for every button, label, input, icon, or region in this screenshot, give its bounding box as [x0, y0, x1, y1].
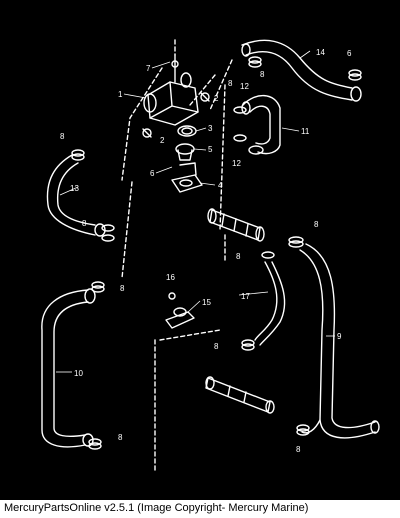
callout-label: 5	[208, 145, 213, 154]
callout-label: 8	[118, 433, 123, 442]
hose-clamp	[241, 339, 255, 351]
callout-label: 6	[347, 49, 352, 58]
hose-clamp	[91, 281, 105, 293]
bolt	[200, 92, 210, 102]
hose-clamp	[348, 69, 362, 81]
leader-lines	[56, 50, 335, 373]
callout-label: 8	[120, 284, 125, 293]
callout-label: 17	[241, 292, 250, 301]
callout-label: 8	[314, 220, 319, 229]
callout-label: 11	[301, 127, 310, 136]
callout-label: 8	[82, 219, 87, 228]
gasket	[177, 125, 197, 137]
hose-10	[41, 288, 96, 448]
callout-label: 12	[240, 82, 249, 91]
callout-label: 16	[166, 273, 175, 282]
callout-label: 8	[296, 445, 301, 454]
exploded-parts-diagram: 1 2 2 3 4 5 6 6 7 8 8 8 8 8 8 8 8 8 8 9 …	[41, 39, 380, 471]
callout-label: 10	[74, 369, 83, 378]
hose-clamp	[101, 224, 115, 242]
heat-exchanger-lower	[205, 376, 275, 414]
hose-11	[241, 94, 281, 155]
hose-clamp	[88, 438, 102, 450]
assembly-line	[121, 39, 233, 471]
hose-clamp	[233, 106, 247, 114]
callout-label: 8	[228, 79, 233, 88]
hose-clamp	[288, 236, 304, 248]
callout-label: 15	[202, 298, 211, 307]
hose-clamp	[248, 56, 262, 68]
hose-clamp	[233, 134, 247, 142]
callout-label: 12	[232, 159, 241, 168]
heat-exchanger-upper	[207, 208, 265, 242]
hose-13	[46, 154, 106, 237]
callout-label: 8	[60, 132, 65, 141]
hose-clamp	[248, 145, 264, 155]
hose-14	[241, 39, 362, 102]
callout-label: 1	[118, 90, 123, 99]
hose-clamp	[296, 424, 310, 436]
thermostat-housing	[143, 54, 199, 126]
callout-label: 6	[150, 169, 155, 178]
callout-label: 8	[214, 342, 219, 351]
callout-label: 3	[208, 124, 213, 133]
callout-label: 9	[337, 332, 342, 341]
callout-label: 4	[218, 181, 223, 190]
hose-clamp	[71, 149, 85, 161]
callout-label: 2	[214, 94, 219, 103]
callout-label: 14	[316, 48, 325, 57]
bolt	[142, 128, 152, 138]
callout-label: 8	[260, 70, 265, 79]
housing-base	[171, 162, 203, 193]
thermostat	[175, 143, 195, 161]
hose-17	[254, 261, 286, 346]
callout-label: 2	[160, 136, 165, 145]
hose-9	[299, 243, 380, 439]
callout-label: 7	[146, 64, 151, 73]
caption-bar: MercuryPartsOnline v2.5.1 (Image Copyrig…	[0, 500, 400, 518]
callout-label: 8	[236, 252, 241, 261]
hose-clamp	[261, 251, 275, 259]
hose-bracket	[165, 307, 195, 329]
image-caption: MercuryPartsOnline v2.5.1 (Image Copyrig…	[4, 502, 309, 514]
screw	[168, 292, 176, 300]
